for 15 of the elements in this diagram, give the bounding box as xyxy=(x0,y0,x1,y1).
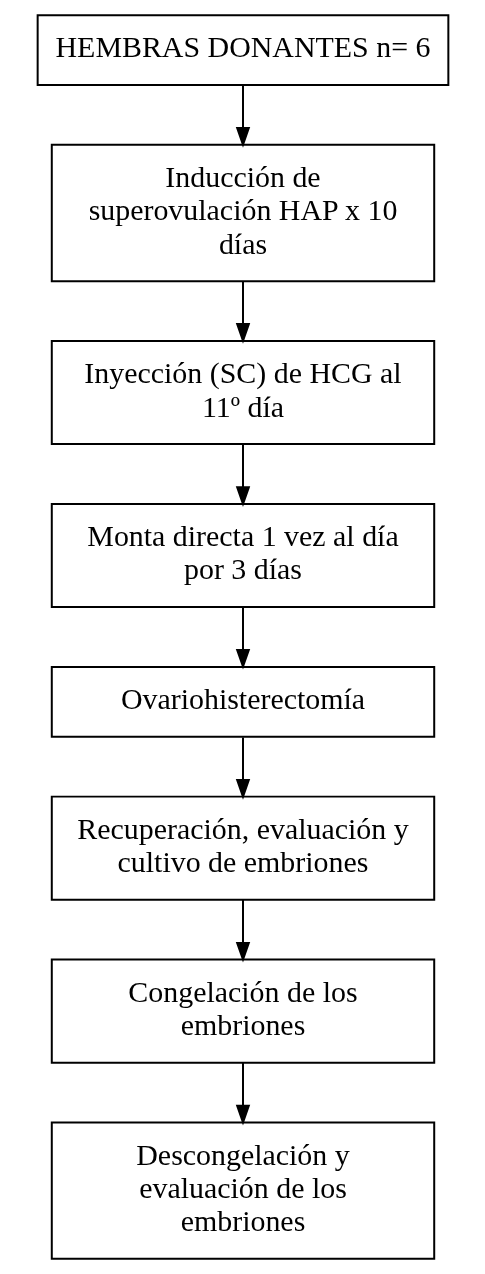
arrow xyxy=(235,736,250,800)
node-box: Descongelación y evaluación de los embriones xyxy=(50,1121,435,1260)
node-box: Inyección (SC) de HCG al 11º día xyxy=(50,340,435,446)
node-box: Recuperación, evaluación y cultivo de embriones xyxy=(50,795,435,901)
node-box: Monta directa 1 vez al día por 3 días xyxy=(50,503,435,609)
node-box: Congelación de los embriones xyxy=(50,958,435,1064)
node-box: Inducción de superovulación HAP x 10 días xyxy=(50,143,435,283)
arrow xyxy=(235,84,250,148)
arrow xyxy=(235,280,250,344)
arrow xyxy=(235,1061,250,1126)
node-box: HEMBRAS DONANTES n= 6 xyxy=(36,14,449,86)
arrow xyxy=(235,443,250,507)
arrow xyxy=(235,606,250,670)
node-box: Ovariohisterectomía xyxy=(50,665,435,738)
arrow xyxy=(235,898,250,963)
